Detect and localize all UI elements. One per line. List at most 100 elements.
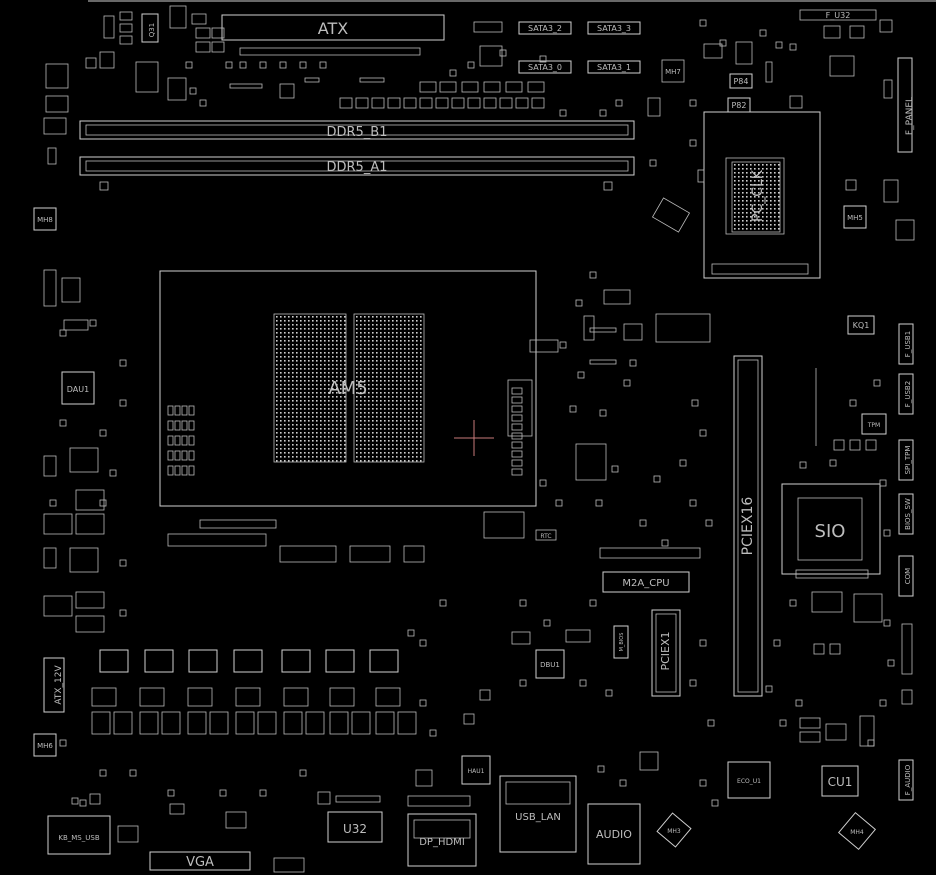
kq1-part: KQ1 [847, 315, 875, 335]
dbu1-chip: DBU1 [511, 629, 591, 679]
svg-text:M_BIOS: M_BIOS [619, 633, 625, 652]
component-outline [329, 687, 355, 707]
component-outline [419, 639, 427, 647]
top-right-parts: F_U32 MH7 P84 P82 [647, 9, 893, 117]
component-outline [188, 649, 218, 673]
component-outline [299, 769, 307, 777]
component-outline [369, 649, 399, 673]
tpm-chip: TPM [833, 413, 887, 451]
component-outline [144, 649, 174, 673]
svg-text:ECO_U1: ECO_U1 [737, 778, 761, 785]
component-outline [705, 519, 713, 527]
component-outline [511, 450, 523, 458]
component-outline [99, 769, 107, 777]
pad-array [276, 316, 346, 462]
component-outline [699, 639, 707, 647]
hau1-chip: HAU1 [461, 689, 491, 785]
component-outline [639, 519, 647, 527]
component-outline [99, 429, 107, 437]
svg-text:SATA3_2: SATA3_2 [528, 24, 562, 33]
component-outline [519, 599, 527, 607]
component-outline [439, 599, 447, 607]
component-outline [225, 61, 233, 69]
component-outline [279, 61, 287, 69]
component-outline [689, 99, 697, 107]
small-passive-components [49, 19, 895, 807]
component-outline [849, 399, 857, 407]
component-outline [775, 41, 783, 49]
vrm-mosfets [91, 687, 417, 735]
component-outline [605, 689, 613, 697]
component-outline [181, 435, 188, 446]
svg-text:ATX: ATX [318, 19, 348, 38]
svg-text:DDR5_B1: DDR5_B1 [326, 125, 387, 140]
component-outline [539, 55, 547, 63]
component-outline [397, 711, 417, 735]
component-outline [91, 687, 117, 707]
component-outline [449, 69, 457, 77]
center-right-parts [507, 289, 711, 481]
component-outline [595, 499, 603, 507]
audio-jack: AUDIO [587, 751, 659, 865]
component-outline [691, 399, 699, 407]
component-outline [887, 659, 895, 667]
component-outline [233, 649, 263, 673]
component-outline [235, 711, 255, 735]
component-outline [89, 319, 97, 327]
pciex16-slot: PCIEX16 [733, 355, 817, 697]
component-outline [789, 43, 797, 51]
component-outline [795, 699, 803, 707]
component-outline [219, 789, 227, 797]
component-outline [511, 405, 523, 413]
component-outline [661, 539, 669, 547]
component-outline [188, 465, 195, 476]
component-outline [174, 465, 181, 476]
component-outline [189, 87, 197, 95]
component-outline [139, 687, 165, 707]
svg-text:PCIEX1: PCIEX1 [659, 631, 672, 670]
atx-12v-connector: ATX_12V [43, 657, 65, 713]
component-outline [429, 729, 437, 737]
component-outline [689, 499, 697, 507]
vrm-chokes [99, 649, 399, 673]
component-outline [79, 799, 87, 807]
component-outline [188, 420, 195, 431]
component-outline [167, 789, 175, 797]
usb-lan-port: USB_LAN [499, 775, 577, 853]
component-outline [188, 405, 195, 416]
rtc-battery-label: RTC [483, 511, 557, 541]
pciex1-slot: PCIEX1 [651, 609, 681, 697]
component-outline [174, 420, 181, 431]
component-outline [467, 61, 475, 69]
component-outline [589, 599, 597, 607]
component-outline [281, 649, 311, 673]
component-outline [283, 711, 303, 735]
top-left-small-parts [43, 5, 385, 165]
svg-text:AM5: AM5 [328, 378, 367, 399]
component-outline [181, 405, 188, 416]
component-outline [109, 469, 117, 477]
svg-text:F_AUDIO: F_AUDIO [904, 764, 912, 795]
component-outline [325, 649, 355, 673]
component-outline [511, 396, 523, 404]
mh4-mount-hole: MH4 [837, 811, 877, 851]
svg-text:SPI_TPM: SPI_TPM [904, 446, 912, 475]
svg-text:DP_HDMI: DP_HDMI [419, 837, 465, 848]
component-outline [113, 711, 133, 735]
component-outline [789, 599, 797, 607]
component-outline [619, 779, 627, 787]
component-outline [511, 414, 523, 422]
mh8-mount-hole: MH8 [33, 207, 57, 231]
cu1-chip: CU1 [821, 765, 859, 797]
chipset-block: PC_CLK [703, 111, 821, 279]
component-outline [773, 639, 781, 647]
svg-text:DBU1: DBU1 [540, 661, 560, 669]
component-outline [167, 435, 174, 446]
component-outline [649, 159, 657, 167]
component-outline [539, 479, 547, 487]
component-outline [699, 429, 707, 437]
component-outline [259, 61, 267, 69]
component-outline [119, 359, 127, 367]
sata-connectors: SATA3_2 SATA3_3 SATA3_0 SATA3_1 [473, 21, 641, 74]
component-outline [589, 271, 597, 279]
